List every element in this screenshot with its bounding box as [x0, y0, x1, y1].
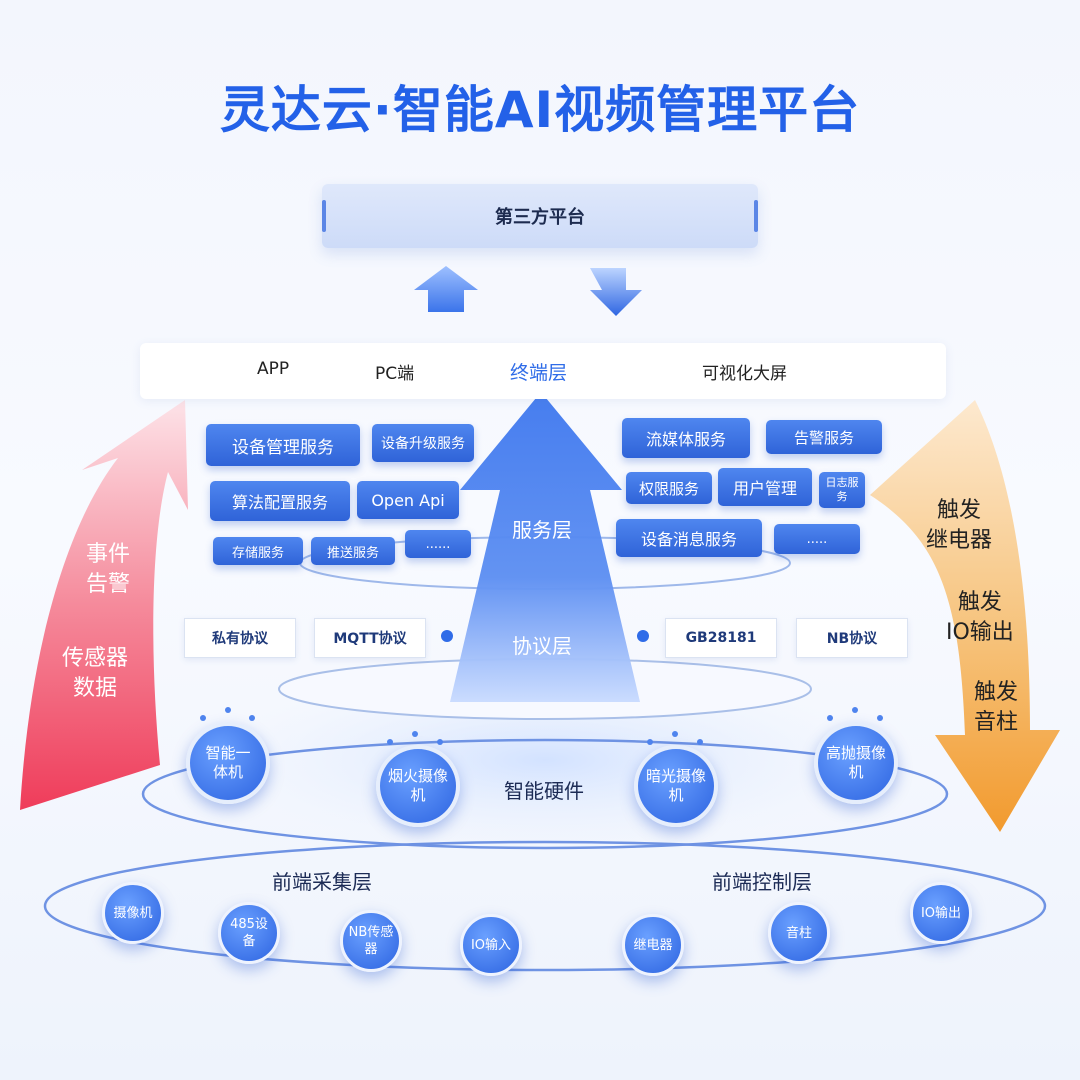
right-arrow-text-b2: IO输出: [946, 620, 1014, 645]
service-storage: 存储服务: [213, 537, 303, 565]
third-party-platform: 第三方平台: [322, 184, 758, 248]
service-user-management: 用户管理: [718, 468, 812, 506]
service-more-right: .....: [774, 524, 860, 554]
device-relay: 继电器: [622, 914, 684, 976]
service-device-upgrade: 设备升级服务: [372, 424, 474, 462]
page-title: 灵达云·智能AI视频管理平台: [219, 81, 861, 139]
device-camera: 摄像机: [102, 882, 164, 944]
service-layer-label: 服务层: [512, 518, 572, 542]
service-streaming: 流媒体服务: [622, 418, 750, 458]
service-device-management: 设备管理服务: [206, 424, 360, 466]
left-arrow-text-1a: 事件: [86, 542, 131, 567]
left-arrow-sensor-data: 传感器 数据: [62, 644, 128, 704]
third-party-label: 第三方平台: [495, 207, 585, 228]
device-485: 485设备: [218, 902, 280, 964]
service-device-message: 设备消息服务: [616, 519, 762, 557]
device-speaker: 音柱: [768, 902, 830, 964]
hardware-smart-all-in-one: 智能一体机: [186, 722, 270, 804]
protocol-gb28181: GB28181: [665, 618, 777, 658]
bracket-left: [322, 200, 326, 232]
service-log: 日志服务: [819, 472, 865, 508]
protocol-mqtt: MQTT协议: [314, 618, 426, 658]
service-alarm: 告警服务: [766, 420, 882, 454]
right-arrow-trigger-speaker: 触发 音柱: [974, 678, 1018, 738]
arrow-up-icon: [414, 266, 478, 312]
terminal-layer-label: 终端层: [510, 362, 568, 384]
left-arrow-text-2b: 数据: [73, 676, 118, 701]
front-control-layer-label: 前端控制层: [712, 870, 812, 894]
right-arrow-text-c1: 触发: [974, 680, 1019, 705]
right-arrow-text-c2: 音柱: [974, 710, 1019, 735]
left-arrow-event-alarm: 事件 告警: [86, 540, 130, 600]
service-push: 推送服务: [311, 537, 395, 565]
terminal-pc: PC端: [375, 364, 415, 384]
protocol-layer-label: 协议层: [512, 634, 572, 658]
right-arrow-text-a1: 触发: [937, 498, 982, 523]
device-io-input: IO输入: [460, 914, 522, 976]
hardware-layer-label: 智能硬件: [504, 779, 584, 803]
service-more-left: ......: [405, 530, 471, 558]
service-open-api: Open Api: [357, 481, 459, 519]
terminal-app: APP: [257, 359, 290, 379]
right-arrow-trigger-io: 触发 IO输出: [946, 588, 1014, 648]
right-arrow-text-b1: 触发: [957, 590, 1002, 615]
device-io-output: IO输出: [910, 882, 972, 944]
protocol-nb: NB协议: [796, 618, 908, 658]
terminal-screen: 可视化大屏: [702, 364, 787, 384]
service-algorithm-config: 算法配置服务: [210, 481, 350, 521]
hardware-high-throw-camera: 高抛摄像机: [814, 722, 898, 804]
right-arrow-text-a2: 继电器: [926, 528, 993, 553]
arrow-down-icon: [590, 268, 642, 316]
protocol-private: 私有协议: [184, 618, 296, 658]
bracket-right: [754, 200, 758, 232]
service-permission: 权限服务: [626, 472, 712, 504]
terminal-layer-bar: APP PC端 终端层 可视化大屏: [140, 343, 946, 399]
hardware-smoke-fire-camera: 烟火摄像机: [376, 745, 460, 827]
front-collect-layer-label: 前端采集层: [272, 870, 372, 894]
device-nb-sensor: NB传感器: [340, 910, 402, 972]
hardware-low-light-camera: 暗光摄像机: [634, 745, 718, 827]
left-arrow-text-2a: 传感器: [62, 646, 129, 671]
left-arrow-text-1b: 告警: [86, 572, 131, 597]
right-arrow-trigger-relay: 触发 继电器: [926, 496, 992, 556]
